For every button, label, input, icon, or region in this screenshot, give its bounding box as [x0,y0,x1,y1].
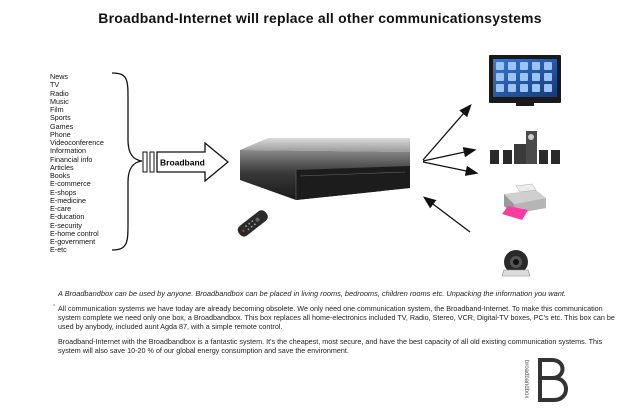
tv-tile [532,73,540,81]
speakers-icon [490,131,560,164]
service-item: E-ducation [50,212,85,222]
service-item: Sports [50,113,71,123]
service-item: Videoconference [50,138,104,147]
service-item: Games [50,121,74,131]
printer-icon [502,183,546,220]
service-item: E-government [50,237,96,246]
service-item: E-medicine [50,195,86,205]
paragraph-2: Broadband-Internet with the Broadbandbox… [58,337,603,355]
service-item: Film [50,105,64,114]
tv-tile [520,84,528,92]
tv-tile [508,62,516,70]
tv-tile [532,84,540,92]
brand-text: broadbandbox [523,360,529,399]
webcam-icon [501,250,531,277]
broadbandbox-icon [240,138,410,200]
service-item: Phone [50,129,71,139]
tv-tile [508,73,516,81]
paragraph-1: All communication systems we have today … [58,304,615,331]
service-item: Articles [50,162,74,172]
service-item: E-commerce [50,179,91,189]
service-item: E-security [50,220,82,230]
service-item: E-etc [50,245,67,255]
tv-tile [544,62,552,70]
service-item: E-home control [50,228,99,238]
service-item: E-care [50,204,72,213]
service-item: Books [50,171,70,180]
tv-tile [520,73,528,81]
tv-tile [544,84,552,92]
tv-tile [520,62,528,70]
service-item: Music [50,96,69,106]
page-title: Broadband-Internet will replace all othe… [98,10,542,26]
tv-tile [532,62,540,70]
tv-tile [544,73,552,81]
service-item: Financial info [50,154,93,164]
brand-logo-icon [538,358,568,402]
tv-tile [496,84,504,92]
arrow-label: Broadband [160,158,205,168]
output-arrows [422,104,479,233]
service-item: News [50,72,68,81]
service-item: E-shops [50,187,77,197]
services-brace [111,72,143,251]
tv-icon [489,55,561,106]
service-item: Radio [50,88,69,98]
broadband-arrow [142,141,230,183]
tv-tile [496,62,504,70]
service-item: TV [50,80,60,90]
tv-tile [496,73,504,81]
service-item: Information [50,146,86,156]
remote-control-icon [237,210,268,237]
tv-tile [508,84,516,92]
caption: A Broadbandbox can be used by anyone. Br… [58,289,566,298]
